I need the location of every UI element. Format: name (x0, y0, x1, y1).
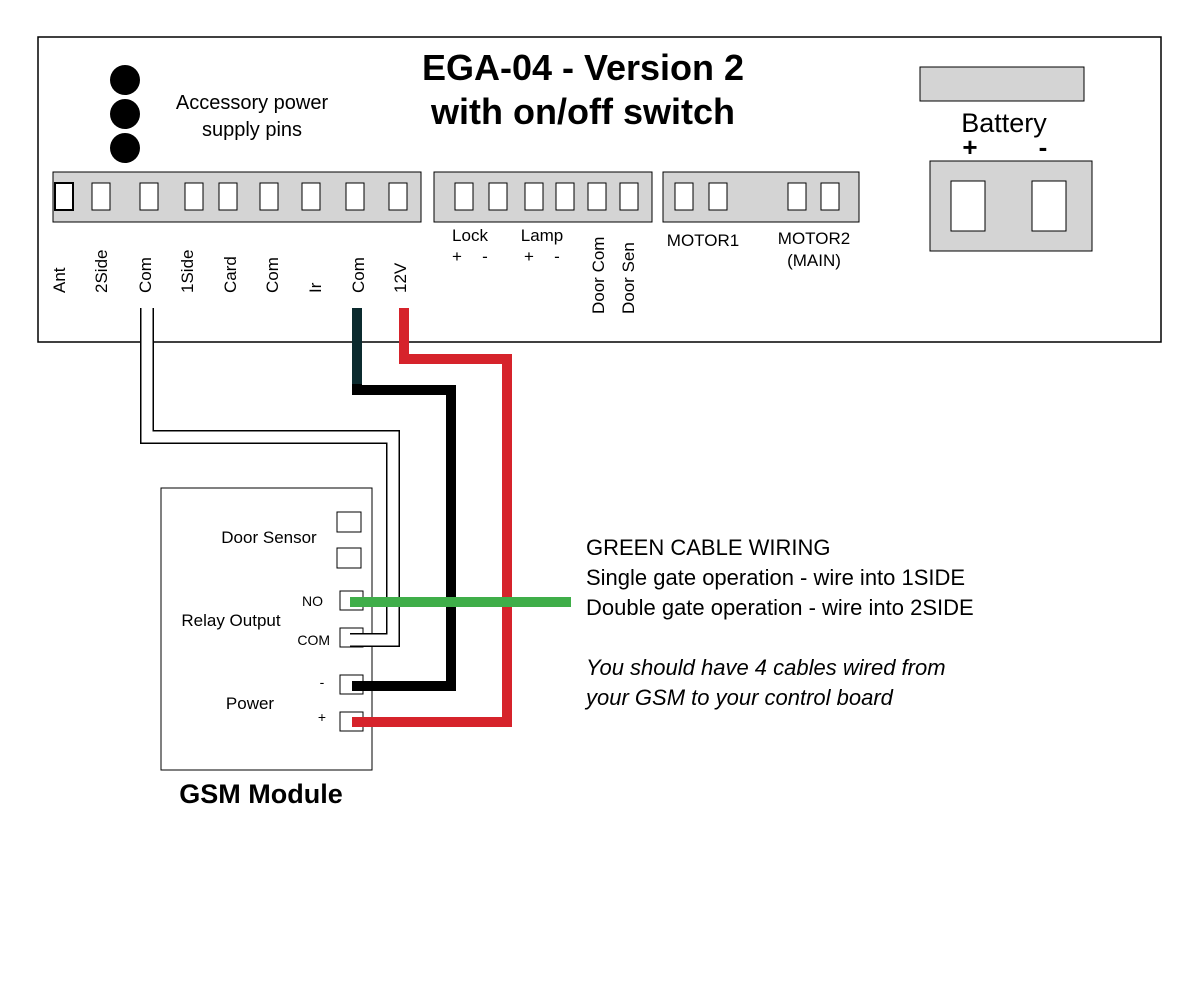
lamp-label: Lamp (521, 226, 564, 245)
green-cable-double-gate: Double gate operation - wire into 2SIDE (586, 595, 974, 620)
lock-plus-label: + (452, 247, 462, 266)
terminal-com (259, 182, 279, 211)
accessory-label-line2: supply pins (202, 119, 302, 141)
motor2-sub-label: (MAIN) (787, 251, 841, 270)
gsm-door-sensor-terminal (336, 547, 362, 569)
label-com: Com (263, 257, 282, 293)
terminal-1side (184, 182, 204, 211)
battery-cover (919, 66, 1085, 102)
lamp-plus-label: + (524, 247, 534, 266)
gsm-module-box (160, 487, 373, 771)
terminal-lamp-minus (555, 182, 575, 211)
white-cable (141, 308, 399, 646)
terminal-motor2-a (787, 182, 807, 211)
label-com: Com (136, 257, 155, 293)
gsm-module-title: GSM Module (179, 779, 343, 809)
terminal-door-sen (619, 182, 639, 211)
door-sen-label: Door Sen (619, 242, 638, 314)
accessory-label-line1: Accessory power (176, 92, 329, 114)
gsm-door-sensor-label: Door Sensor (221, 528, 317, 547)
terminal-motor1-a (674, 182, 694, 211)
accessory-pin (110, 133, 140, 163)
terminal-com (139, 182, 159, 211)
accessory-pin (110, 99, 140, 129)
terminal-ant (54, 182, 74, 211)
label-com: Com (349, 257, 368, 293)
door-com-label: Door Com (589, 237, 608, 314)
terminal-door-com (587, 182, 607, 211)
motor1-label: MOTOR1 (667, 231, 739, 250)
lock-label: Lock (452, 226, 488, 245)
battery-minus-terminal (1031, 180, 1067, 232)
cable-count-note-line2: your GSM to your control board (584, 685, 894, 710)
terminal-card (218, 182, 238, 211)
board-title-line2: with on/off switch (430, 91, 735, 132)
gsm-power-minus-label: - (320, 674, 325, 690)
lock-minus-label: - (482, 247, 488, 266)
green-cable-heading: GREEN CABLE WIRING (586, 535, 830, 560)
motor2-label: MOTOR2 (778, 229, 850, 248)
battery-label: Battery (961, 108, 1047, 138)
label-2side: 2Side (92, 250, 111, 293)
label-ant: Ant (50, 267, 69, 293)
terminal-com (345, 182, 365, 211)
terminal-lamp-plus (524, 182, 544, 211)
gsm-power-plus-label: + (318, 709, 326, 725)
accessory-pin (110, 65, 140, 95)
battery-plus-terminal (950, 180, 986, 232)
red-cable (352, 308, 512, 727)
battery-plus-label: + (962, 132, 977, 162)
gsm-relay-output-label: Relay Output (181, 611, 280, 630)
board-title-line1: EGA-04 - Version 2 (422, 47, 744, 88)
terminal-ir (301, 182, 321, 211)
label-ir: Ir (306, 282, 325, 293)
terminal-lock-minus (488, 182, 508, 211)
gsm-com-label: COM (297, 632, 330, 648)
green-cable-single-gate: Single gate operation - wire into 1SIDE (586, 565, 965, 590)
terminal-2side (91, 182, 111, 211)
terminal-lock-plus (454, 182, 474, 211)
gsm-no-label: NO (302, 593, 323, 609)
gsm-power-label: Power (226, 694, 275, 713)
label-12v: 12V (391, 262, 410, 293)
label-card: Card (221, 256, 240, 293)
gsm-door-sensor-terminal (336, 511, 362, 533)
terminal-12v (388, 182, 408, 211)
battery-minus-label: - (1039, 132, 1048, 162)
label-1side: 1Side (178, 250, 197, 293)
cable-count-note-line1: You should have 4 cables wired from (586, 655, 946, 680)
terminal-motor2-b (820, 182, 840, 211)
terminal-motor1-b (708, 182, 728, 211)
lamp-minus-label: - (554, 247, 560, 266)
